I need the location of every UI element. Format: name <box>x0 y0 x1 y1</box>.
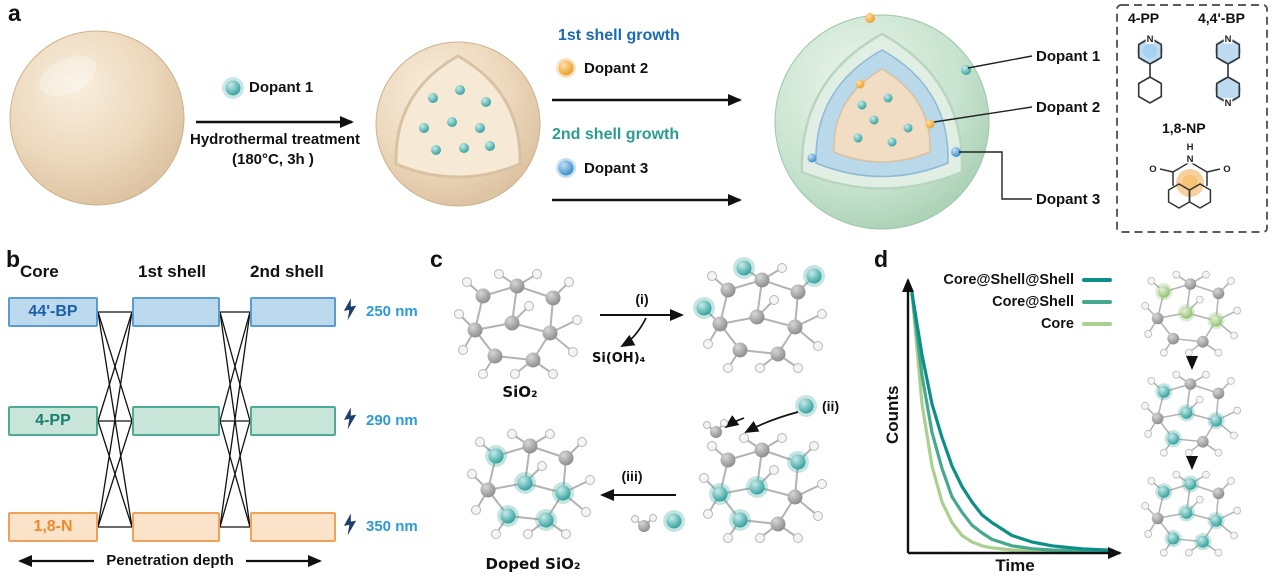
decay-curves <box>910 291 1114 553</box>
box-shell1-4pp <box>132 406 220 436</box>
dopant3-indicator-dot <box>556 158 576 178</box>
byproduct-release-arrow <box>620 317 647 347</box>
network-core-graphic <box>1140 270 1242 357</box>
network-core-shell-shell-graphic <box>1140 470 1242 557</box>
mol-18np-structure: H N O O <box>1148 141 1232 209</box>
h-atom-label: H <box>1187 142 1194 153</box>
mol-4pp-structure: N <box>1137 33 1163 104</box>
bolt-icon <box>343 407 357 430</box>
doped-sio2-network-graphic <box>466 428 596 540</box>
box-shell1-18n <box>132 512 220 542</box>
core-shell-shell-sphere-graphic <box>774 13 990 230</box>
box-core-18n-label: 1,8-N <box>33 518 73 535</box>
panel-a-graphics: N N N <box>9 4 1268 233</box>
mol-44bp-structure: N N <box>1215 33 1241 111</box>
uv-bolt-icons <box>343 298 357 536</box>
box-core-18n: 1,8-N <box>8 512 98 542</box>
box-core-44bp: 44'-BP <box>8 297 98 327</box>
box-shell2-4pp <box>250 406 336 436</box>
box-core-44bp-label: 44'-BP <box>28 303 78 320</box>
n-atom-label: N <box>1187 154 1194 165</box>
panel-b-graphics <box>18 298 357 567</box>
dopant2-indicator-dot <box>556 58 576 78</box>
bolt-icon <box>343 298 357 321</box>
dopant1-indicator-dot <box>222 77 244 99</box>
core-sphere-graphic <box>9 30 185 206</box>
n-atom-label: N <box>1147 34 1154 45</box>
energy-transfer-connections <box>97 311 251 528</box>
dopant-callout-lines <box>933 55 1033 200</box>
released-fragment <box>703 419 728 438</box>
exchange-step-graphics <box>703 395 817 438</box>
o-atom-label: O <box>1149 164 1156 175</box>
doped-core-sphere-graphic <box>375 41 541 207</box>
o-atom-label: O <box>1223 164 1230 175</box>
adsorbed-network-graphic <box>693 257 828 374</box>
n-atom-label: N <box>1225 98 1232 109</box>
panel-d-graphics <box>902 270 1242 559</box>
box-shell1-44bp <box>132 297 220 327</box>
panel-c-graphics <box>453 257 828 544</box>
network-core-shell-graphic <box>1140 370 1242 457</box>
bolt-icon <box>343 513 357 536</box>
box-core-4pp: 4-PP <box>8 406 98 436</box>
molecule-legend-box: N N N <box>1116 4 1268 233</box>
box-shell2-18n <box>250 512 336 542</box>
box-core-4pp-label: 4-PP <box>35 412 71 429</box>
substituted-network-graphic <box>698 432 828 544</box>
box-shell2-44bp <box>250 297 336 327</box>
n-atom-label: N <box>1225 34 1232 45</box>
dopant-feed-graphic <box>631 510 685 532</box>
sio2-network-graphic <box>453 268 583 380</box>
